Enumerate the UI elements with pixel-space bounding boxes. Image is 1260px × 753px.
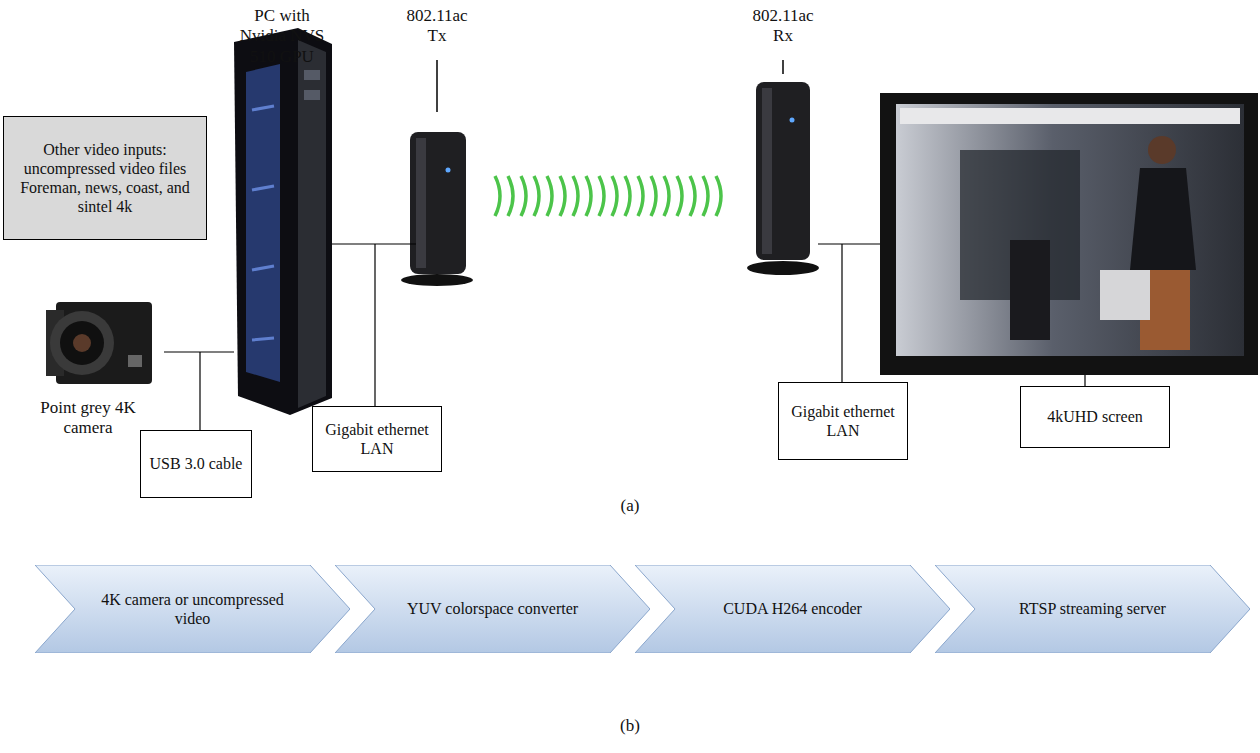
screen-label-box: 4kUHD screen xyxy=(1020,386,1170,448)
box-text: 4kUHD screen xyxy=(1047,407,1143,426)
chevron-shape xyxy=(35,565,350,653)
box-text: RTSP streaming server xyxy=(1019,599,1166,618)
pipeline-step: YUV colorspace converter xyxy=(335,565,650,653)
box-text: CUDA H264 encoder xyxy=(723,599,862,618)
lan-label-box: Gigabit ethernet LAN xyxy=(778,382,908,460)
chevron-outline xyxy=(935,565,1250,653)
router-tx xyxy=(401,60,473,286)
camera xyxy=(46,302,152,384)
box-text: USB 3.0 cable xyxy=(150,454,243,473)
chevron-outline xyxy=(335,565,650,653)
device-label: Point grey 4K camera xyxy=(28,398,148,439)
chevron-outline xyxy=(635,565,950,653)
pc-tower xyxy=(234,28,332,415)
wireless-waves xyxy=(495,176,721,216)
pipeline-step: CUDA H264 encoder xyxy=(635,565,950,653)
pipeline-step: RTSP streaming server xyxy=(935,565,1250,653)
router-rx xyxy=(747,60,819,275)
device-label: PC with Nvidia NVS 510 GPU xyxy=(232,6,332,67)
uhd-screen xyxy=(880,93,1258,375)
box-text: Other video inputs: uncompressed video f… xyxy=(10,140,200,217)
box-text: Gigabit ethernet LAN xyxy=(785,402,901,440)
chevron-outline xyxy=(35,565,350,653)
box-text: YUV colorspace converter xyxy=(407,599,578,618)
device-label: 802.11ac Tx xyxy=(397,6,477,47)
input-box: Other video inputs: uncompressed video f… xyxy=(3,116,207,240)
box-text: 4K camera or uncompressed video xyxy=(87,590,298,628)
box-text: Gigabit ethernet LAN xyxy=(319,420,435,458)
pipeline-step: 4K camera or uncompressed video xyxy=(35,565,350,653)
cable-lines xyxy=(164,244,1085,430)
panel-label: (a) xyxy=(600,496,660,516)
panel-label: (b) xyxy=(600,716,660,736)
device-label: 802.11ac Rx xyxy=(743,6,823,47)
cable-label-box: USB 3.0 cable xyxy=(140,430,252,498)
lan-label-box: Gigabit ethernet LAN xyxy=(312,406,442,472)
